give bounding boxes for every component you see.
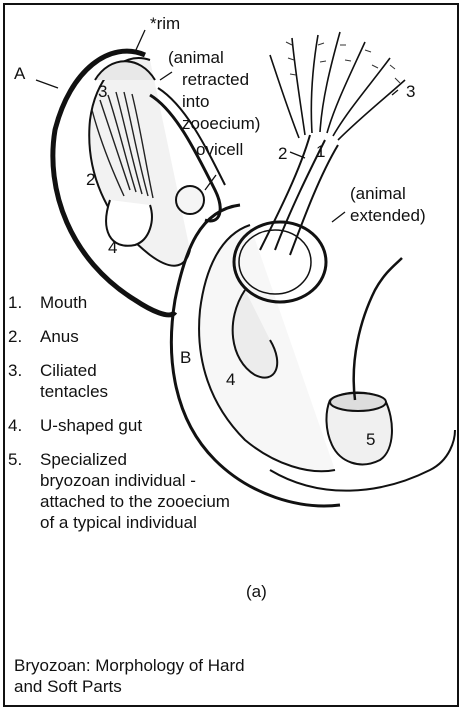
legend: 1. Mouth 2. Anus 3. Ciliated tentacles 4… (8, 292, 338, 546)
legend-text: bryozoan individual - (40, 470, 338, 491)
legend-number: 4. (8, 415, 36, 436)
label-extended-2: extended) (350, 206, 426, 226)
legend-text: Ciliated (40, 360, 338, 381)
figure-number-2-left: 2 (86, 170, 95, 190)
legend-text: of a typical individual (40, 512, 338, 533)
legend-text: attached to the zooecium (40, 491, 338, 512)
legend-text: U-shaped gut (40, 415, 338, 436)
extended-stalk (260, 135, 338, 255)
caption-line: and Soft Parts (14, 676, 344, 697)
legend-item: 5. Specialized bryozoan individual - att… (8, 449, 338, 533)
legend-item: 2. Anus (8, 326, 338, 347)
label-a: A (14, 64, 25, 84)
figure-number-4-left: 4 (108, 238, 117, 258)
caption-line: Bryozoan: Morphology of Hard (14, 655, 344, 676)
legend-number: 5. (8, 449, 36, 470)
legend-number: 1. (8, 292, 36, 313)
figure-number-1-right: 1 (316, 142, 325, 162)
figure-number-2-right: 2 (278, 144, 287, 164)
label-retracted-4: zooecium) (182, 114, 260, 134)
figure-number-3-left: 3 (98, 82, 107, 102)
label-retracted-1: (animal (168, 48, 224, 68)
legend-number: 2. (8, 326, 36, 347)
vibraculum-bristle (354, 258, 402, 400)
ovicell-bulb (176, 186, 204, 214)
extended-tentacle-crown (270, 32, 405, 140)
specialized-individual-opening (330, 393, 386, 411)
figure-number-5: 5 (366, 430, 375, 450)
figure-number-3-right: 3 (406, 82, 415, 102)
label-retracted-2: retracted (182, 70, 249, 90)
cilia-marks (286, 42, 400, 83)
label-retracted-3: into (182, 92, 209, 112)
legend-text: Anus (40, 326, 338, 347)
label-rim: *rim (150, 14, 180, 34)
legend-text: tentacles (40, 381, 338, 402)
legend-text: Mouth (40, 292, 338, 313)
legend-number: 3. (8, 360, 36, 381)
legend-item: 4. U-shaped gut (8, 415, 338, 436)
legend-item: 1. Mouth (8, 292, 338, 313)
legend-text: Specialized (40, 449, 338, 470)
legend-item: 3. Ciliated tentacles (8, 360, 338, 402)
figure-caption: Bryozoan: Morphology of Hard and Soft Pa… (14, 655, 344, 697)
label-ovicell: ovicell (196, 140, 243, 160)
panel-label: (a) (246, 582, 267, 602)
label-extended-1: (animal (350, 184, 406, 204)
